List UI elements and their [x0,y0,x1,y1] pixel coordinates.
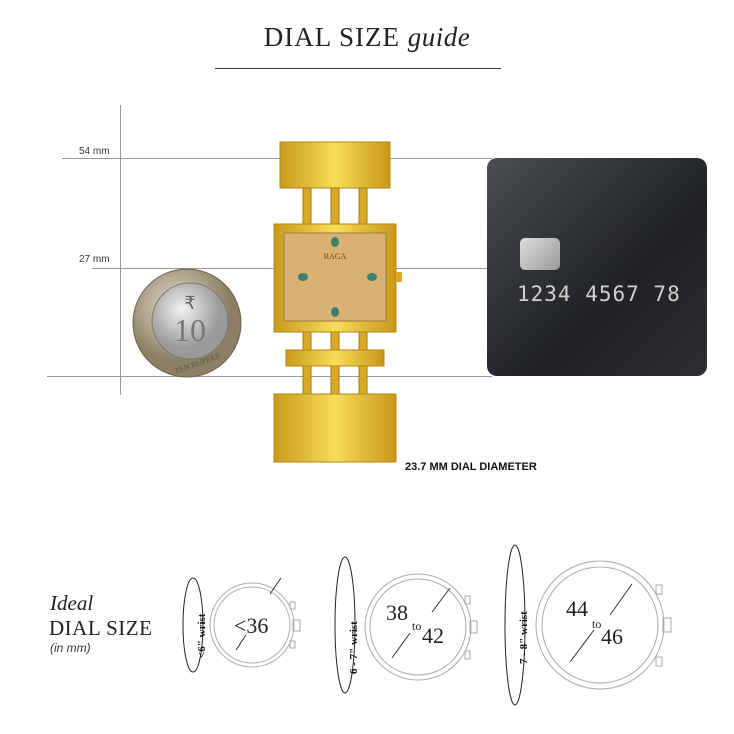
credit-card-image: 1234 4567 78 [487,158,707,376]
dial-diameter-label: 23.7 MM DIAL DIAMETER [405,461,537,473]
wrist-ellipse-2 [334,556,356,694]
title-italic: guide [407,22,471,52]
wrist-ellipse-1 [182,577,204,673]
size-until-2: 42 [422,623,444,648]
watch-brand: RAGA [324,252,347,261]
label-54mm: 54 mm [79,146,110,157]
coin-rupee-symbol: ₹ [184,293,195,313]
wrist-ellipse-3 [504,544,526,706]
title-main: DIAL SIZE [263,22,400,52]
dial-size-chart: <6" wrist 6 - 7" wrist 7 - 8" wrist <36 … [182,544,672,706]
vertical-scale-line [120,105,121,395]
label-27mm: 27 mm [79,254,110,265]
size-from-2: 38 [386,600,408,625]
dial-size-label: DIAL SIZE [49,616,153,640]
size-to-3: to [592,617,601,631]
wrist-label-2: 6 - 7" wrist [348,621,360,674]
line-base [47,376,492,377]
card-number: 1234 4567 78 [517,282,681,306]
size-until-3: 46 [601,624,623,649]
unit-label: (in mm) [50,641,91,655]
coin-image: ₹ 10 TEN RUPEES [132,268,242,378]
size-from-3: 44 [566,596,588,621]
page-title: DIAL SIZE guide [0,22,734,53]
coin-denomination: 10 [174,312,206,348]
wrist-label-3: 7 - 8" wrist [518,611,530,664]
gold-watch-image: RAGA [273,141,402,463]
ideal-label: Ideal [50,591,94,615]
wrist-label-1: <6" wrist [196,613,208,658]
card-chip-icon [520,238,560,270]
line-54mm [62,158,492,159]
title-underline [215,68,501,69]
size-value-1: <36 [234,613,268,638]
size-to-2: to [412,619,421,633]
